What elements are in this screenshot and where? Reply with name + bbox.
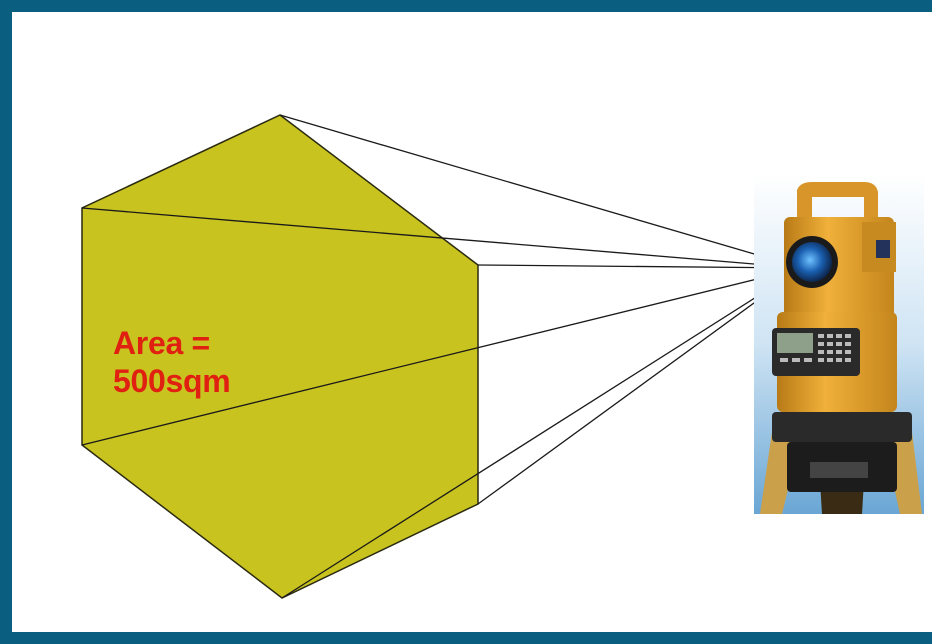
total-station-image	[754, 174, 924, 514]
area-label-line2: 500sqm	[113, 362, 230, 400]
sight-line	[478, 265, 802, 268]
area-label: Area = 500sqm	[113, 324, 230, 400]
sight-line	[478, 268, 802, 504]
area-label-line1: Area =	[113, 324, 230, 362]
